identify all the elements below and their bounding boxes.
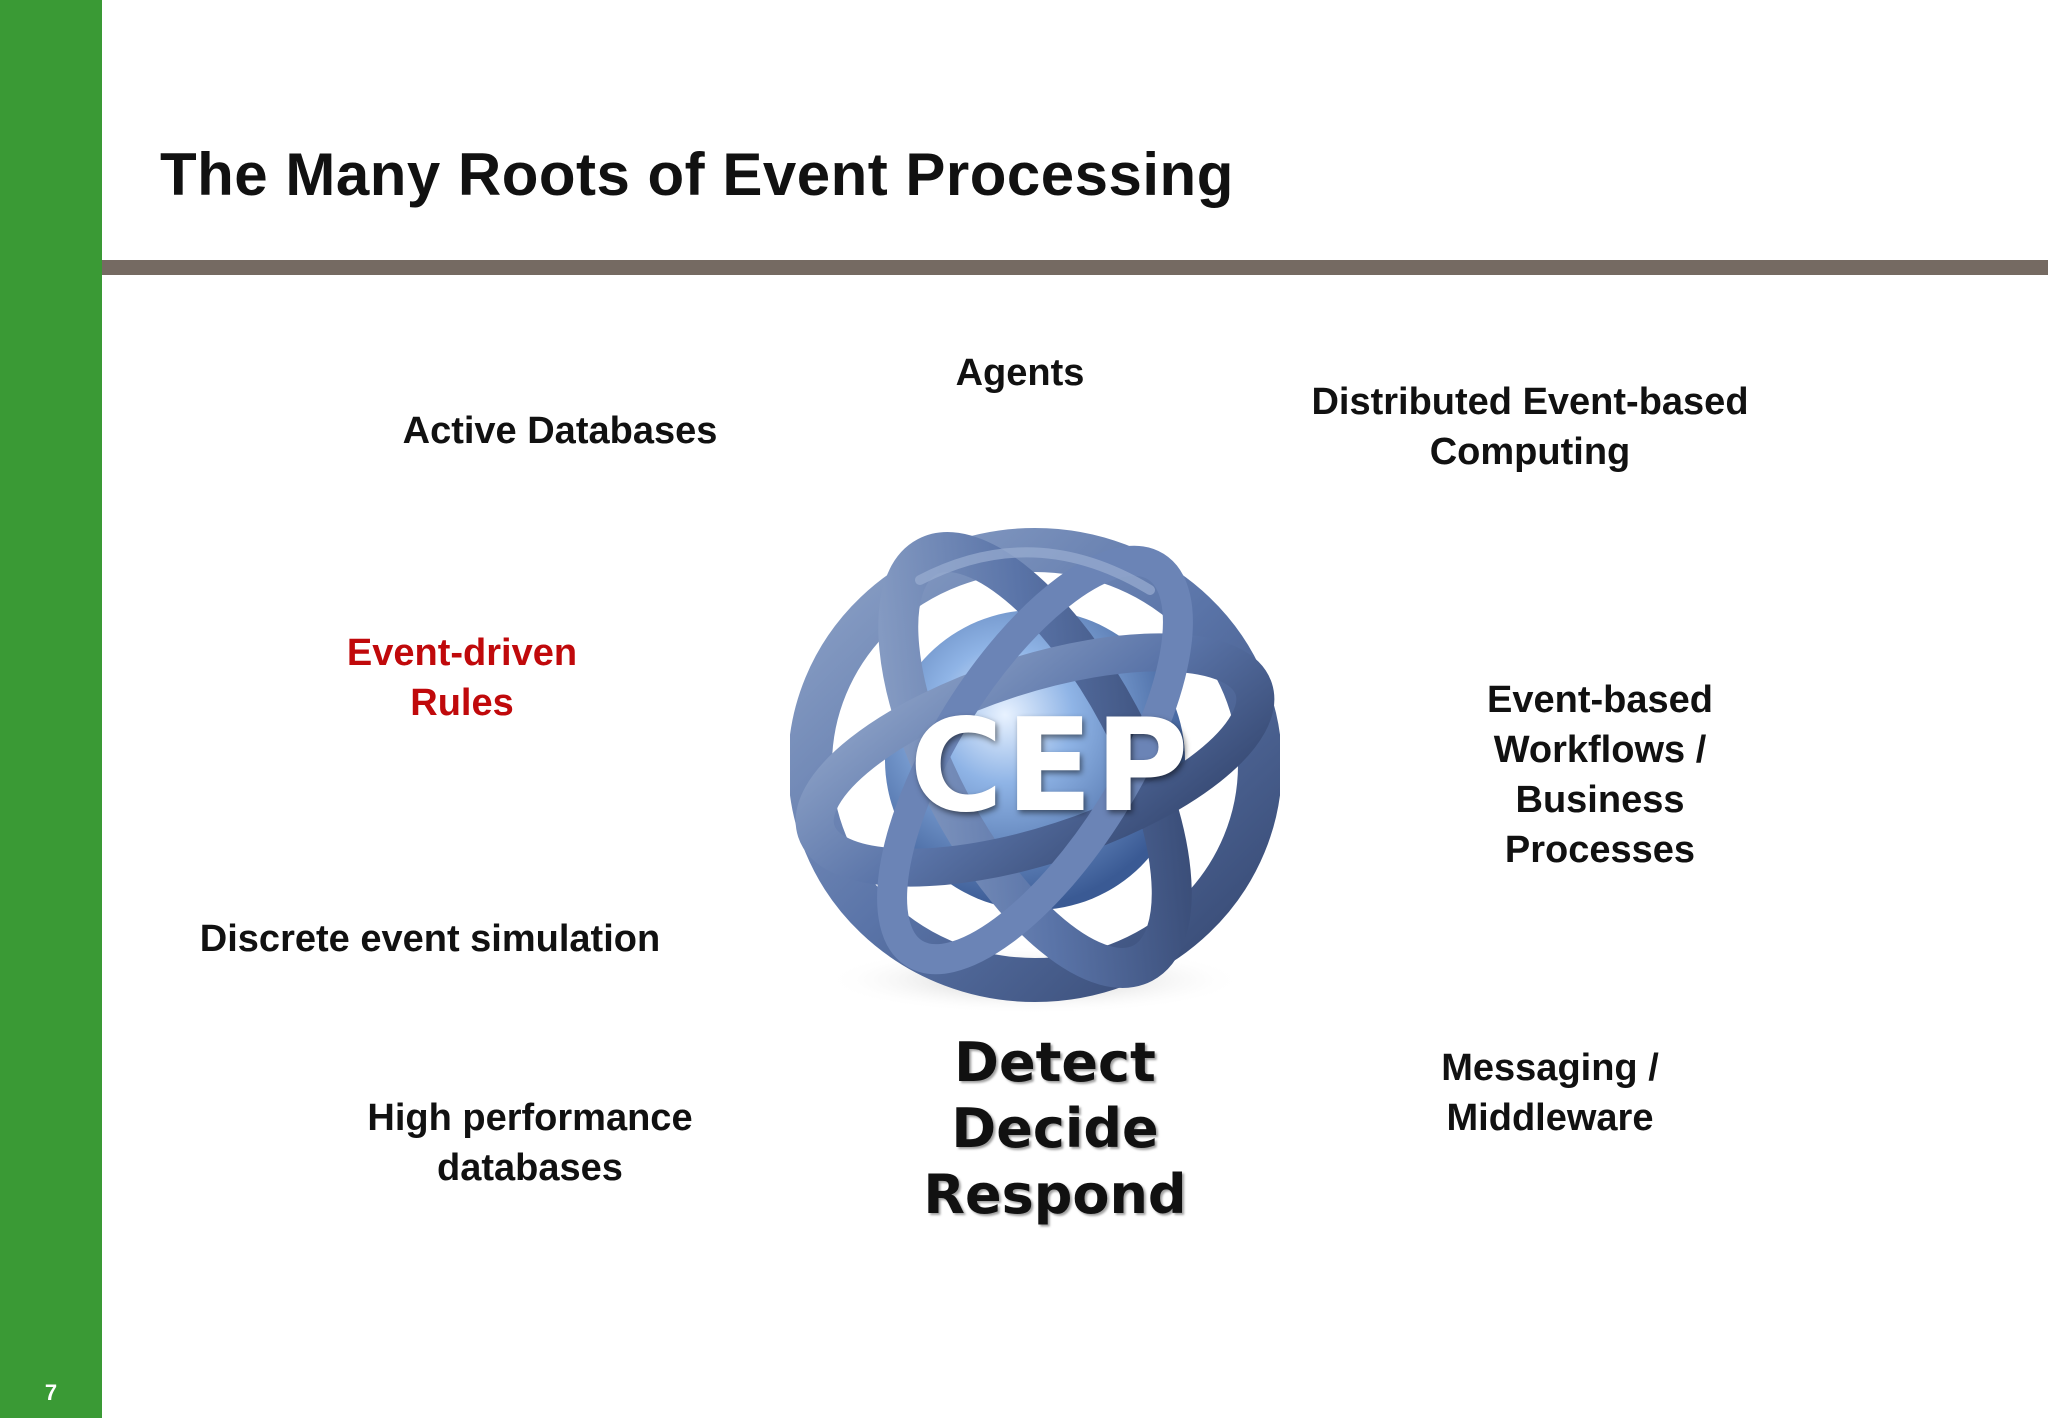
root-event-driven-rules: Event-driven Rules: [312, 628, 612, 728]
slide-number: 7: [0, 1380, 102, 1406]
root-hpdb-line-1: High performance: [330, 1093, 730, 1143]
root-discrete-event-simulation: Discrete event simulation: [160, 914, 700, 964]
root-workflows-line-4: Processes: [1440, 825, 1760, 875]
root-distributed-line-2: Computing: [1260, 427, 1800, 477]
motto-detect: Detect: [880, 1030, 1230, 1096]
root-distributed-computing: Distributed Event-based Computing: [1260, 377, 1800, 477]
root-simulation-text: Discrete event simulation: [160, 914, 700, 964]
detect-decide-respond: Detect Decide Respond: [880, 1030, 1230, 1228]
root-workflows-line-2: Workflows /: [1440, 725, 1760, 775]
root-rules-line-2: Rules: [312, 678, 612, 728]
root-messaging-line-2: Middleware: [1390, 1093, 1710, 1143]
green-sidebar: 7: [0, 0, 102, 1418]
title-divider: [102, 260, 2048, 275]
root-agents: Agents: [920, 348, 1120, 398]
root-rules-line-1: Event-driven: [312, 628, 612, 678]
root-active-databases: Active Databases: [360, 406, 760, 456]
root-event-based-workflows: Event-based Workflows / Business Process…: [1440, 675, 1760, 875]
root-messaging-line-1: Messaging /: [1390, 1043, 1710, 1093]
root-agents-text: Agents: [920, 348, 1120, 398]
motto-decide: Decide: [880, 1096, 1230, 1162]
root-hpdb-line-2: databases: [330, 1143, 730, 1193]
root-workflows-line-3: Business: [1440, 775, 1760, 825]
slide-title: The Many Roots of Event Processing: [160, 140, 1234, 209]
root-distributed-line-1: Distributed Event-based: [1260, 377, 1800, 427]
cep-label: CEP: [880, 692, 1220, 842]
root-high-performance-databases: High performance databases: [330, 1093, 730, 1193]
root-workflows-line-1: Event-based: [1440, 675, 1760, 725]
root-messaging-middleware: Messaging / Middleware: [1390, 1043, 1710, 1143]
root-active-databases-text: Active Databases: [360, 406, 760, 456]
motto-respond: Respond: [880, 1162, 1230, 1228]
